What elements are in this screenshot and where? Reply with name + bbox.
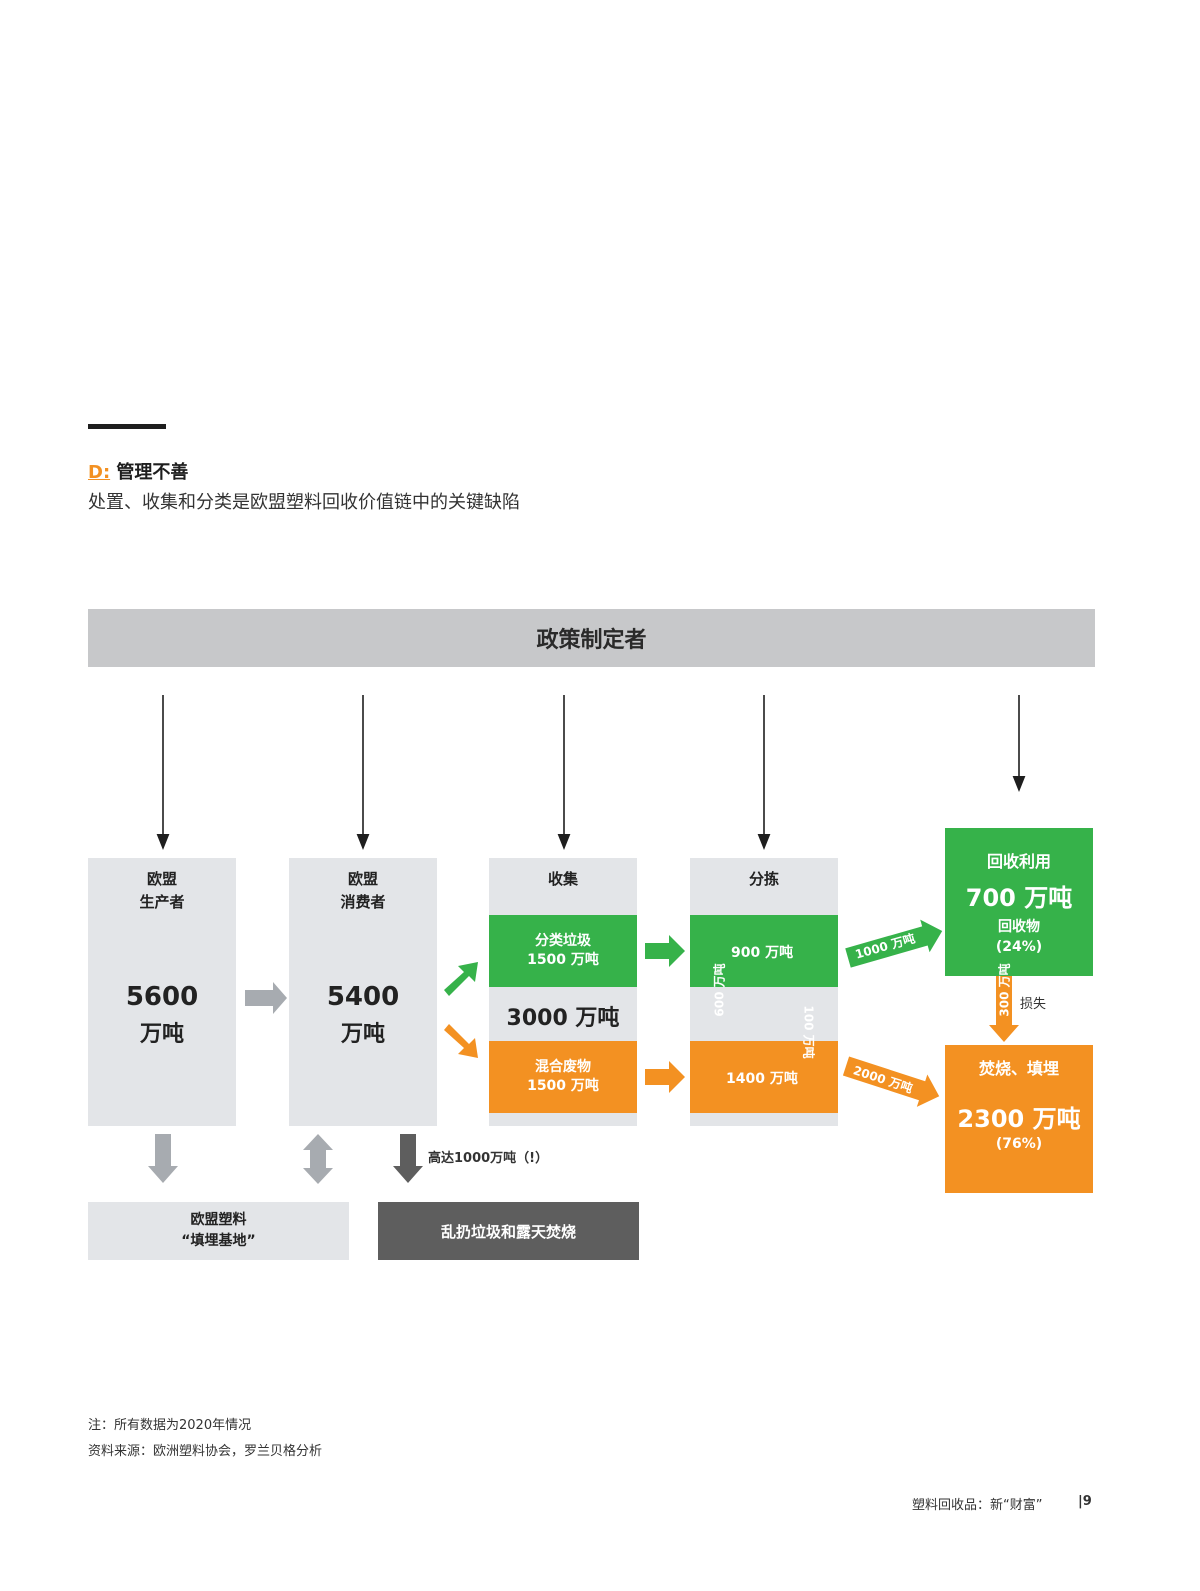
loss-arrow-label: 300 万吨 [997,963,1012,1017]
policy-makers-label: 政策制定者 [536,628,647,653]
consumers-value: 5400 [326,982,400,1012]
incineration-title: 焚烧、填埋 [978,1059,1059,1078]
page-number: |9 [1078,1494,1092,1509]
incineration-box: 焚烧、填埋 2300 万吨 (76%) [945,1045,1093,1193]
recycling-pct: (24%) [995,938,1043,955]
sorting-up-label: 100 万吨 [801,1005,816,1059]
landfill-base-line2: “填埋基地” [181,1233,256,1249]
producers-value: 5600 [125,982,199,1012]
consumer-landfill-double-arrow [303,1134,333,1184]
sorting-green-value: 900 万吨 [731,945,794,961]
producer-to-landfill-arrow [148,1134,178,1183]
sorted-waste-value: 1500 万吨 [527,952,599,968]
producers-unit: 万吨 [139,1022,184,1047]
collection-title: 收集 [547,870,578,888]
consumers-unit: 万吨 [340,1022,385,1047]
policy-makers-bar: 政策制定者 [88,609,1095,667]
littering-box: 乱扔垃圾和露天焚烧 [378,1202,639,1260]
footer-title: 塑料回收品：新“财富” [912,1498,1043,1513]
sorting-title: 分拣 [748,870,779,888]
sorting-orange-box [690,1041,838,1113]
sorting-green-box [690,915,838,987]
loss-arrow [989,955,1019,1042]
header-rule [88,424,166,429]
producers-title: 欧盟 生产者 [88,868,236,914]
recycling-title: 回收利用 [986,851,1051,871]
littering-note: 高达1000万吨（!） [428,1151,549,1166]
producers-title-line1: 欧盟 [146,870,177,888]
littering-label: 乱扔垃圾和露天焚烧 [440,1222,576,1241]
producers-box: 欧盟 生产者 5600 万吨 [88,858,236,1126]
consumers-box: 欧盟 消费者 5400 万吨 [289,858,437,1126]
mixed-waste-value: 1500 万吨 [527,1078,599,1094]
consumers-title: 欧盟 消费者 [289,868,437,914]
sorted-waste-box: 分类垃圾 1500 万吨 [489,915,637,987]
incineration-value: 2300 万吨 [957,1105,1081,1133]
section-heading: D: 管理不善 [88,458,188,484]
recycling-box: 回收利用 700 万吨 回收物 (24%) [945,828,1093,976]
landfill-base-line1: 欧盟塑料 [190,1212,247,1228]
consumers-title-line1: 欧盟 [347,870,378,888]
consumers-value-block: 5400 万吨 [289,978,437,1054]
recycling-sub: 回收物 [998,918,1040,935]
section-letter: D: [88,462,111,483]
consumer-to-littering-arrow [393,1134,423,1183]
producers-value-block: 5600 万吨 [88,978,236,1054]
mixed-waste-box: 混合废物 1500 万吨 [489,1041,637,1113]
consumer-to-sorted-arrow [444,962,478,996]
data-note: 注：所有数据为2020年情况 [88,1418,252,1433]
flow-to-recycling-arrow [845,919,943,968]
collection-total: 3000 万吨 [506,1006,620,1031]
mixed-waste-label: 混合废物 [535,1059,591,1075]
landfill-base-box: 欧盟塑料 “填埋基地” [88,1202,349,1260]
mixed-to-sorting-arrow [645,1061,685,1093]
producer-to-consumer-arrow [245,982,287,1014]
consumers-title-line2: 消费者 [340,893,386,911]
flow-to-incineration-arrow [842,1056,940,1107]
sorted-to-sorting-arrow [645,935,685,967]
sorting-orange-value: 1400 万吨 [726,1071,798,1087]
sorting-box: 分拣 [690,858,838,1126]
producers-title-line2: 生产者 [139,893,185,911]
sorted-waste-label: 分类垃圾 [535,933,591,949]
incineration-pct: (76%) [995,1136,1043,1152]
loss-label: 损失 [1020,997,1047,1012]
recycling-value: 700 万吨 [965,883,1073,912]
collection-box: 收集 分类垃圾 1500 万吨 3000 万吨 混合废物 1500 万吨 [489,858,637,1126]
consumer-to-mixed-arrow [444,1024,478,1058]
section-title: 管理不善 [116,462,189,483]
section-subtitle: 处置、收集和分类是欧盟塑料回收价值链中的关键缺陷 [88,492,520,513]
source-note: 资料来源：欧洲塑料协会，罗兰贝格分析 [88,1444,323,1459]
sorting-down-label: 600 万吨 [712,963,727,1017]
